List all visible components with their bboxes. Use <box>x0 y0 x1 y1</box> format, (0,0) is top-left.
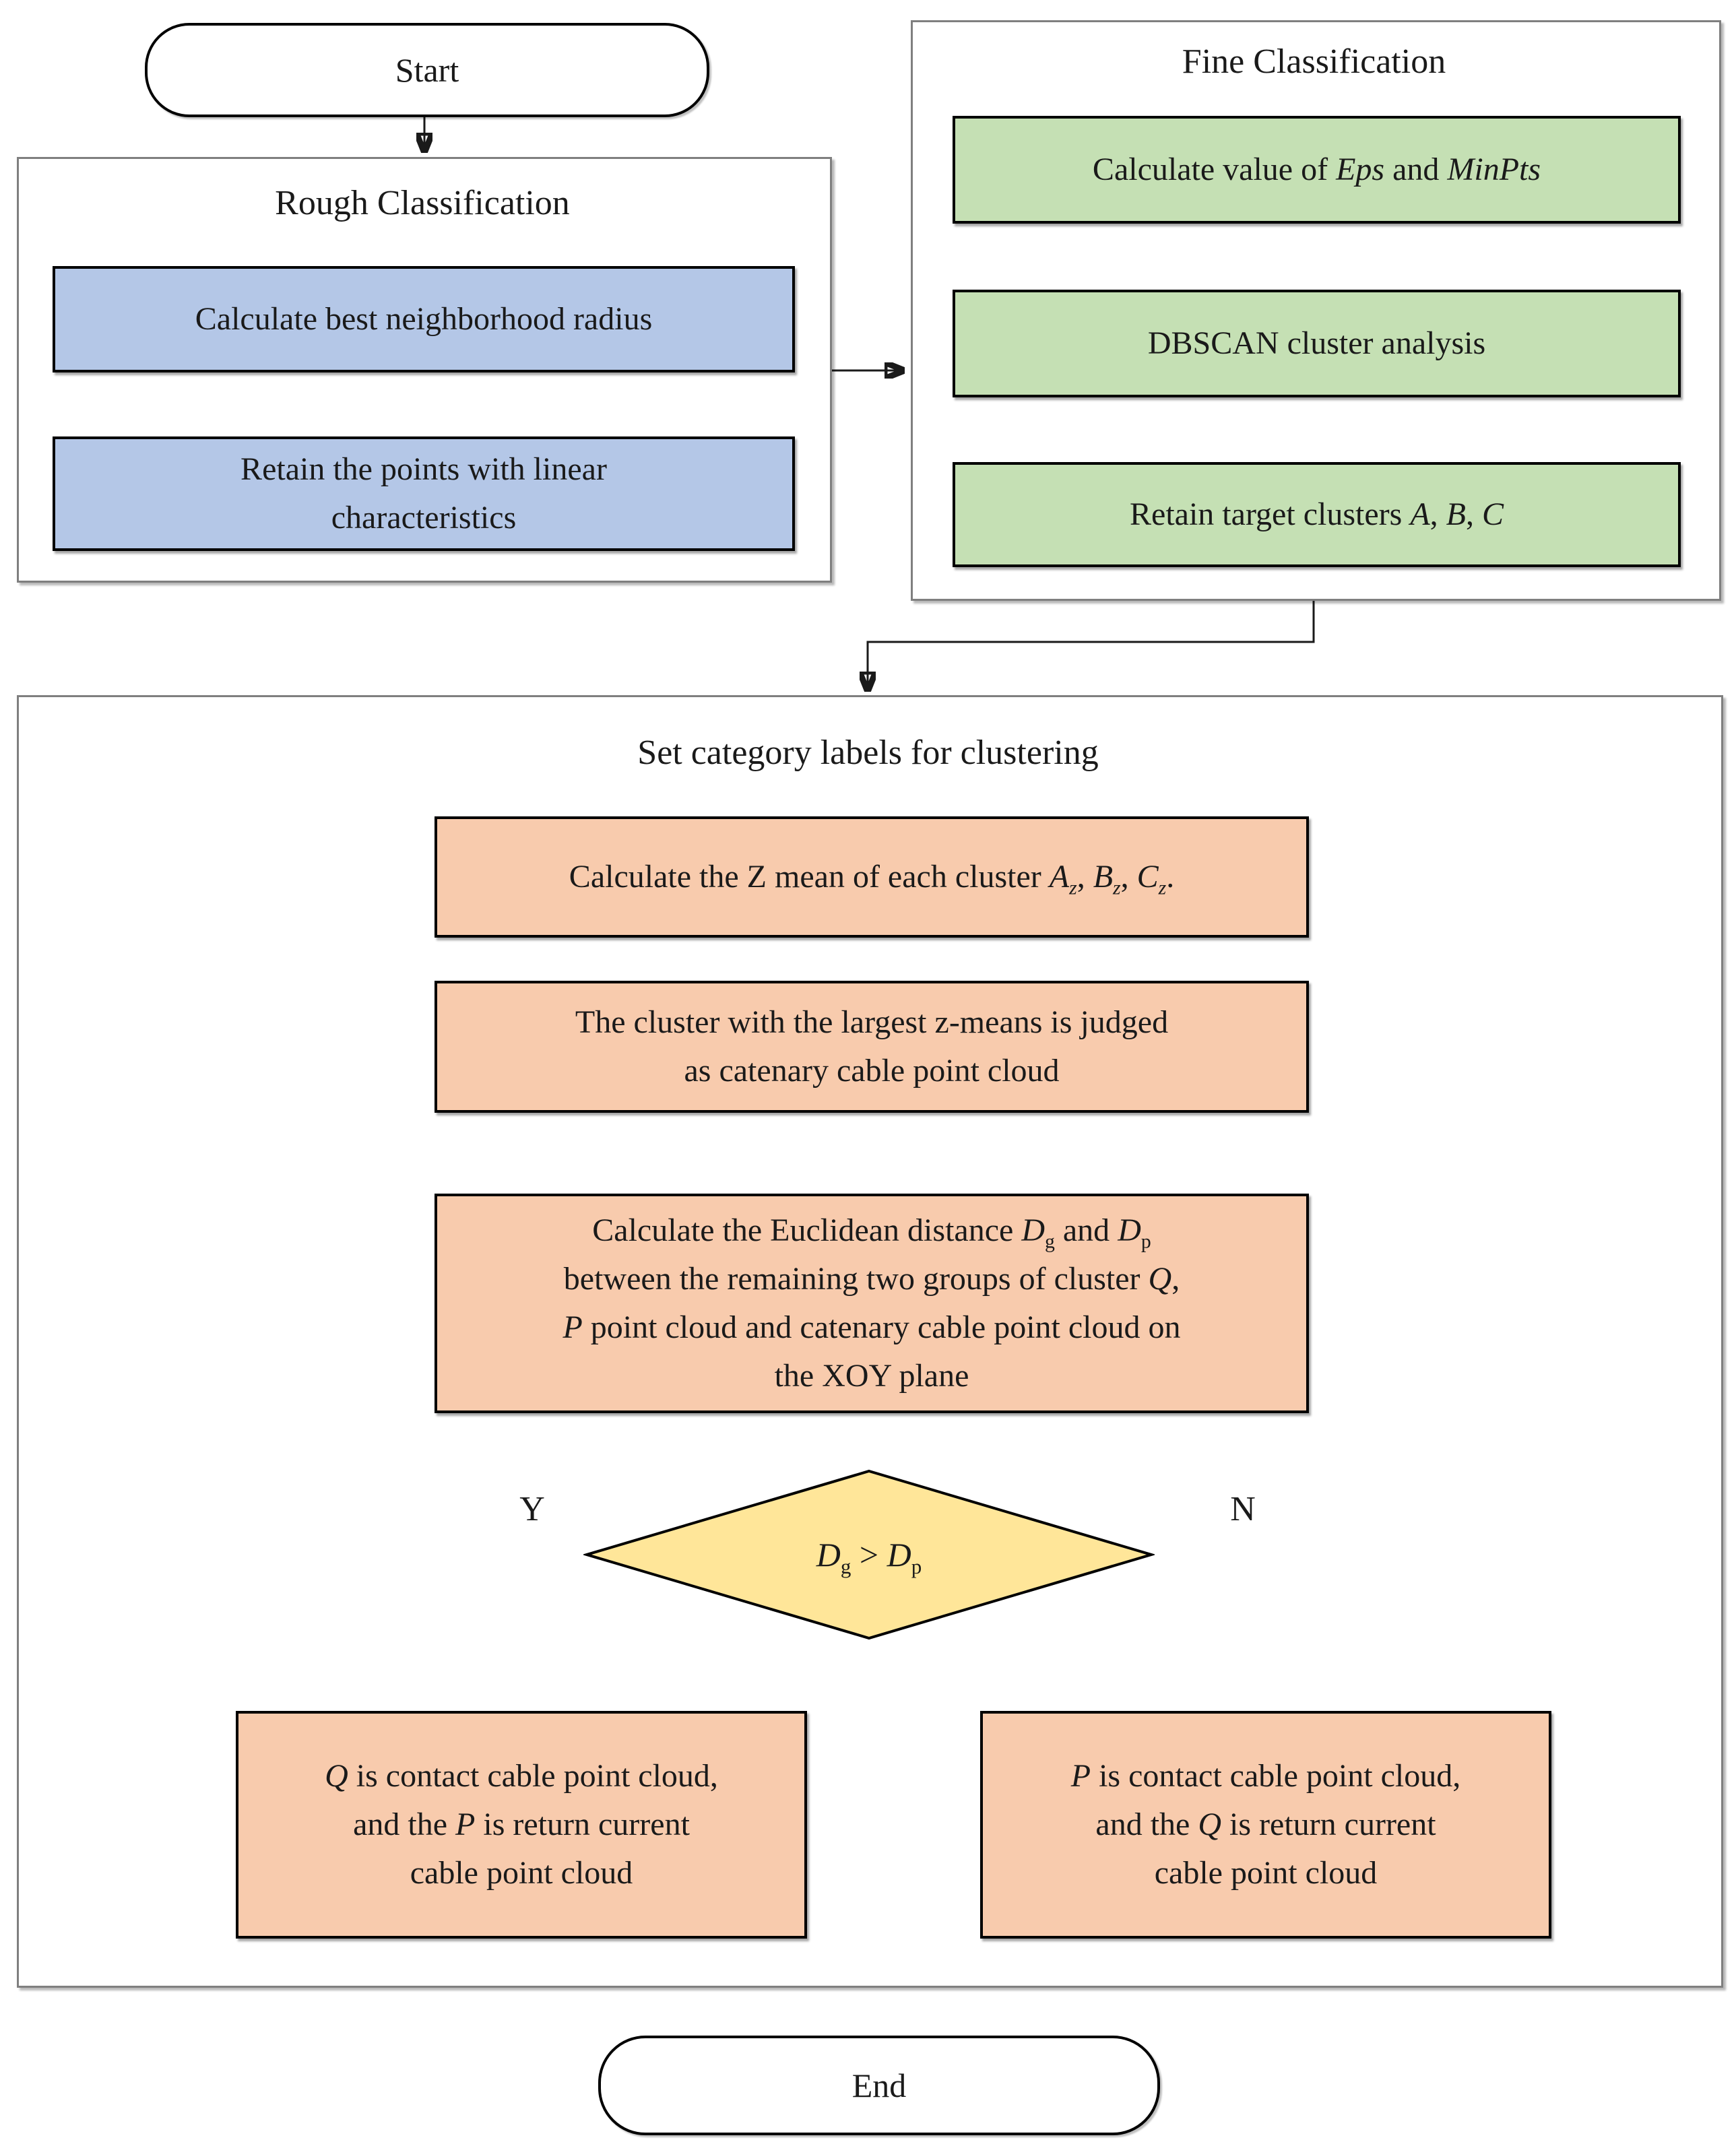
decision-dg-gt-dp: Dg > Dp <box>583 1468 1155 1642</box>
text-line: Calculate value of Eps and MinPts <box>1092 152 1541 187</box>
arrow-fine-to-clustering <box>868 598 1315 690</box>
text-line: DBSCAN cluster analysis <box>1147 325 1486 361</box>
step-calc-eps-minpts: Calculate value of Eps and MinPts <box>953 116 1681 224</box>
decision-diamond-shape <box>583 1469 1155 1640</box>
step-calc-euclidean-distance: Calculate the Euclidean distance Dg and … <box>435 1194 1309 1413</box>
step-largest-zmeans-catenary: The cluster with the largest z-means is … <box>435 981 1309 1113</box>
rough-group-title: Rough Classification <box>275 184 570 222</box>
text-line: cable point cloud <box>1154 1855 1378 1891</box>
decision-no-label: N <box>1230 1489 1256 1528</box>
text-line: as catenary cable point cloud <box>684 1053 1060 1089</box>
text-line: Calculate best neighborhood radius <box>195 301 653 337</box>
text-line: the XOY plane <box>774 1358 969 1394</box>
fine-group-title: Fine Classification <box>1182 42 1446 81</box>
text-line: and the P is return current <box>353 1807 690 1842</box>
text-line: Retain the points with linear <box>240 451 607 487</box>
text-line: Retain target clusters A, B, C <box>1130 496 1504 532</box>
text-line: Dg > Dp <box>816 1536 922 1578</box>
step-calc-neighborhood-radius: Calculate best neighborhood radius <box>53 266 795 372</box>
text-line: Q is contact cable point cloud, <box>325 1758 718 1794</box>
text-line: characteristics <box>331 500 517 536</box>
result-p-contact-cable: P is contact cable point cloud, and the Q… <box>980 1711 1551 1939</box>
text-line: and the Q is return current <box>1095 1807 1436 1842</box>
decision-yes-label: Y <box>519 1489 545 1528</box>
clustering-group-title: Set category labels for clustering <box>637 734 1099 772</box>
text-line: Calculate the Z mean of each cluster Az,… <box>569 859 1175 899</box>
text-line: cable point cloud <box>410 1855 633 1891</box>
result-q-contact-cable: Q is contact cable point cloud, and the P… <box>236 1711 807 1939</box>
step-retain-target-clusters: Retain target clusters A, B, C <box>953 462 1681 567</box>
text-line: The cluster with the largest z-means is … <box>575 1004 1169 1040</box>
end-node: End <box>598 2036 1160 2135</box>
text-line: Calculate the Euclidean distance Dg and … <box>592 1212 1151 1253</box>
text-line: P is contact cable point cloud, <box>1070 1758 1461 1794</box>
decision-label: Dg > Dp <box>583 1468 1155 1642</box>
start-node: Start <box>145 23 709 117</box>
text-line: between the remaining two groups of clus… <box>563 1261 1180 1297</box>
start-label: Start <box>395 51 459 89</box>
step-dbscan-cluster: DBSCAN cluster analysis <box>953 290 1681 397</box>
step-calc-z-mean: Calculate the Z mean of each cluster Az,… <box>435 816 1309 938</box>
text-line: P point cloud and catenary cable point c… <box>562 1309 1181 1345</box>
step-retain-linear-points: Retain the points with linear characteris… <box>53 436 795 551</box>
end-label: End <box>851 2067 907 2104</box>
